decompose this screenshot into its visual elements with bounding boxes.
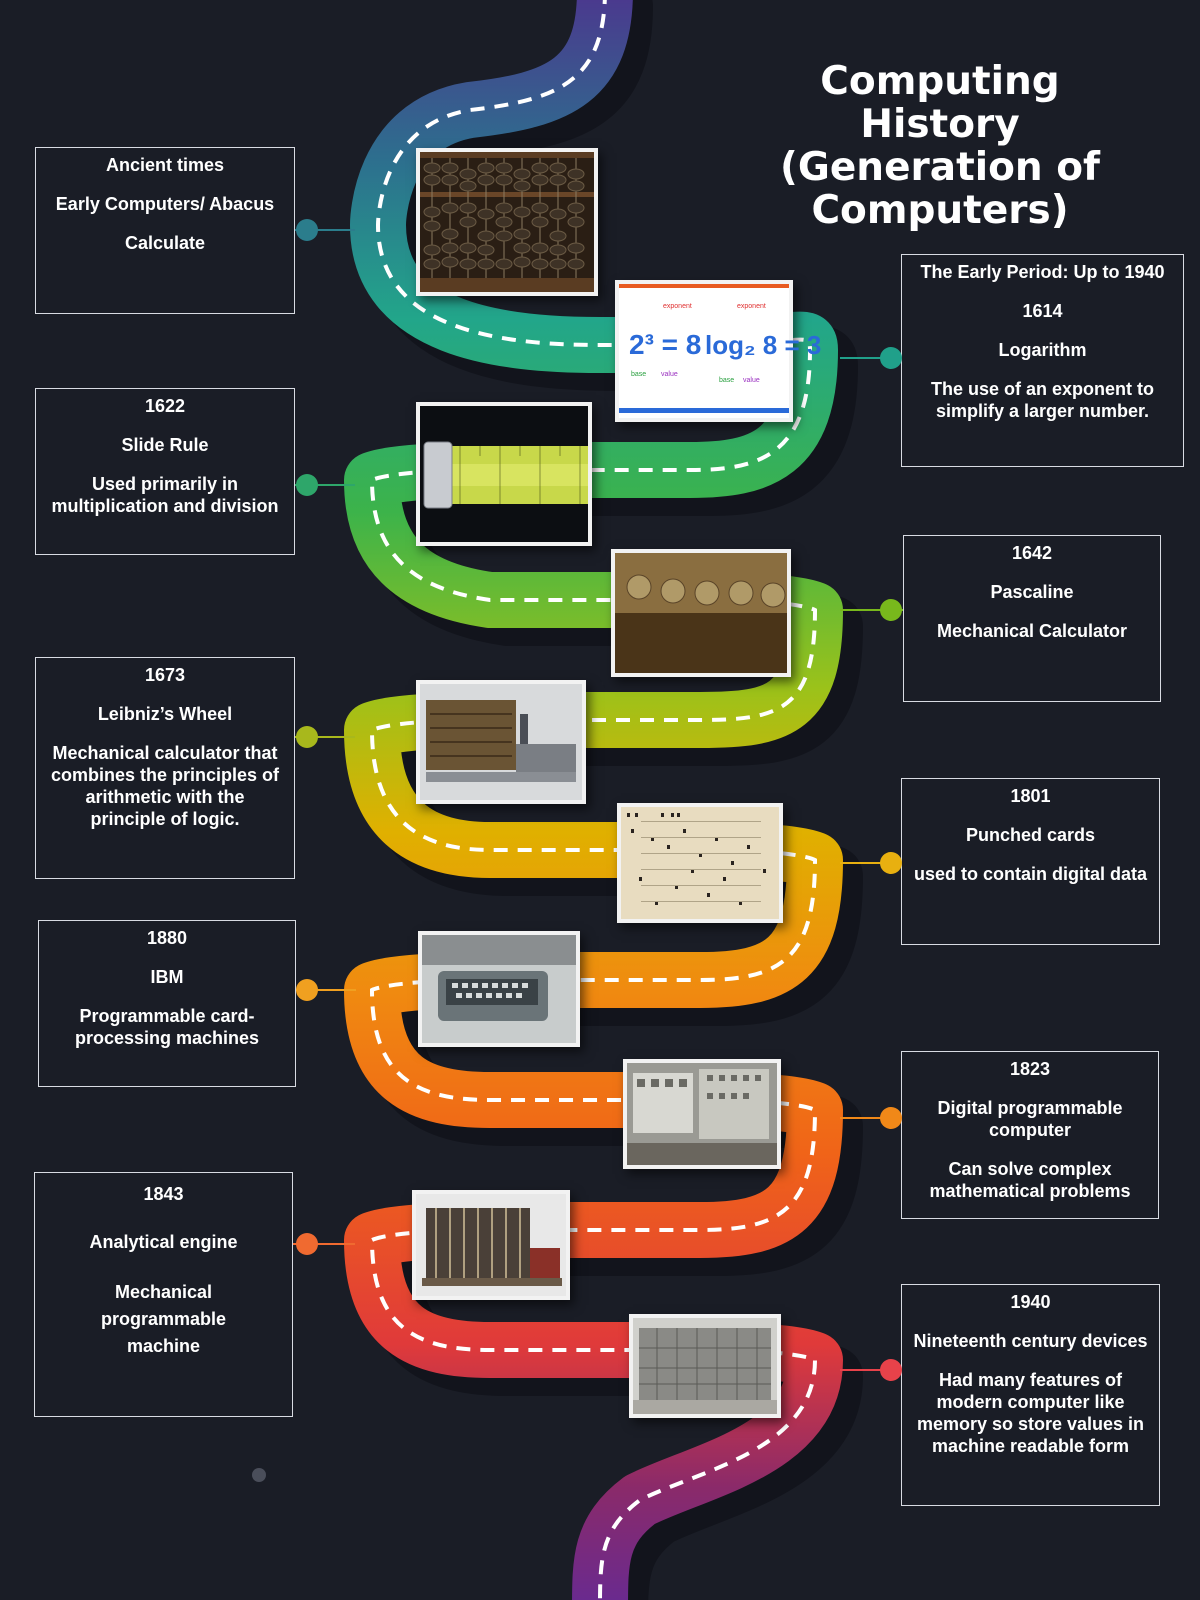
computer-room-image xyxy=(623,1059,781,1169)
milestone-card-digital-computer: 1823 Digital programmable computer Can s… xyxy=(901,1051,1159,1219)
formula-value-label: value xyxy=(743,377,760,384)
page-title: Computing History (Generation of Compute… xyxy=(780,59,1100,233)
timeline-dot xyxy=(296,979,318,1001)
connector-line xyxy=(840,862,901,864)
timeline-dot xyxy=(880,1107,902,1129)
analytical-engine-image xyxy=(412,1190,570,1300)
milestone-date: 1673 xyxy=(144,665,186,685)
milestone-description: Can solve complex mathematical problems xyxy=(929,1159,1131,1201)
timeline-dot xyxy=(296,726,318,748)
connector-line xyxy=(840,357,901,359)
mainframe-image xyxy=(629,1314,781,1418)
milestone-card-ibm: 1880 IBM Programmable card-processing ma… xyxy=(38,920,296,1087)
milestone-card-pascaline: 1642 Pascaline Mechanical Calculator xyxy=(903,535,1161,702)
milestone-description: Mechanical calculator that combines the … xyxy=(50,743,280,829)
milestone-name: Logarithm xyxy=(998,340,1087,360)
formula-left: 2³ = 8 xyxy=(629,329,701,360)
connector-line xyxy=(295,229,355,231)
milestone-card-punched-cards: 1801 Punched cards used to contain digit… xyxy=(901,778,1160,945)
milestone-date: 1614 xyxy=(1022,301,1063,321)
milestone-card-logarithm: The Early Period: Up to 1940 1614 Logari… xyxy=(901,254,1184,467)
milestone-name: Analytical engine xyxy=(89,1232,238,1252)
milestone-name: Early Computers/ Abacus xyxy=(55,194,275,214)
milestone-name: Pascaline xyxy=(990,582,1074,602)
formula-base-label: base xyxy=(719,377,734,384)
milestone-name: Leibniz’s Wheel xyxy=(97,704,233,724)
leibniz-wheel-image xyxy=(416,680,586,804)
connector-line xyxy=(296,989,356,991)
abacus-image xyxy=(416,148,598,296)
milestone-date: 1642 xyxy=(1011,543,1053,563)
formula-exponent-label: exponent xyxy=(737,303,766,310)
milestone-card-abacus: Ancient times Early Computers/ Abacus Ca… xyxy=(35,147,295,314)
milestone-date: 1823 xyxy=(1009,1059,1051,1079)
milestone-name: Digital programmable computer xyxy=(937,1098,1123,1140)
milestone-date: 1940 xyxy=(1010,1292,1051,1312)
timeline-dot xyxy=(880,1359,902,1381)
connector-line xyxy=(840,1117,901,1119)
milestone-name: IBM xyxy=(150,967,184,987)
formula-base-label: base xyxy=(631,371,646,378)
milestone-card-nineteenth-century: 1940 Nineteenth century devices Had many… xyxy=(901,1284,1160,1506)
logarithm-formula-image: exponent exponent 2³ = 8 log₂ 8 = 3 base… xyxy=(615,280,821,422)
milestone-date: 1843 xyxy=(143,1184,184,1204)
slide-rule-image xyxy=(416,402,592,546)
pascaline-image xyxy=(611,549,791,677)
milestone-card-leibniz-wheel: 1673 Leibniz’s Wheel Mechanical calculat… xyxy=(35,657,295,879)
timeline-dot xyxy=(880,599,902,621)
formula-value-label: value xyxy=(661,371,678,378)
milestone-card-slide-rule: 1622 Slide Rule Used primarily in multip… xyxy=(35,388,295,555)
milestone-name: Punched cards xyxy=(965,825,1096,845)
road-dashes xyxy=(369,0,818,1600)
milestone-description: Programmable card-processing machines xyxy=(74,1006,260,1048)
connector-line xyxy=(295,736,355,738)
milestone-date: 1801 xyxy=(1010,786,1051,806)
connector-line xyxy=(840,1369,901,1371)
timeline-dot xyxy=(296,1233,318,1255)
milestone-card-analytical-engine: 1843 Analytical engine Mechanical progra… xyxy=(34,1172,293,1417)
milestone-name: Slide Rule xyxy=(121,435,209,455)
decorative-dot xyxy=(252,1468,266,1482)
connector-line xyxy=(840,609,903,611)
milestone-description: used to contain digital data xyxy=(913,864,1147,884)
timeline-dot xyxy=(880,347,902,369)
milestone-description: Mechanical Calculator xyxy=(936,621,1128,641)
formula-exponent-label: exponent xyxy=(663,303,692,310)
timeline-dot xyxy=(296,474,318,496)
ibm-machine-image xyxy=(418,931,580,1047)
milestone-description: Used primarily in multiplication and div… xyxy=(51,474,279,516)
milestone-date: Ancient times xyxy=(105,155,225,175)
punched-card-image xyxy=(617,803,783,923)
milestone-description: Calculate xyxy=(124,233,206,253)
timeline-dot xyxy=(880,852,902,874)
period-label: The Early Period: Up to 1940 xyxy=(920,262,1165,282)
milestone-name: Nineteenth century devices xyxy=(913,1331,1148,1351)
milestone-date: 1622 xyxy=(144,396,186,416)
milestone-description: Had many features of modern computer lik… xyxy=(916,1370,1145,1456)
milestone-date: 1880 xyxy=(146,928,188,948)
formula-right: log₂ 8 = 3 xyxy=(705,330,821,360)
connector-line xyxy=(293,1243,355,1245)
connector-line xyxy=(295,484,355,486)
timeline-dot xyxy=(296,219,318,241)
milestone-description: The use of an exponent to simplify a lar… xyxy=(930,379,1154,421)
milestone-description: Mechanical programmable machine xyxy=(100,1282,227,1356)
